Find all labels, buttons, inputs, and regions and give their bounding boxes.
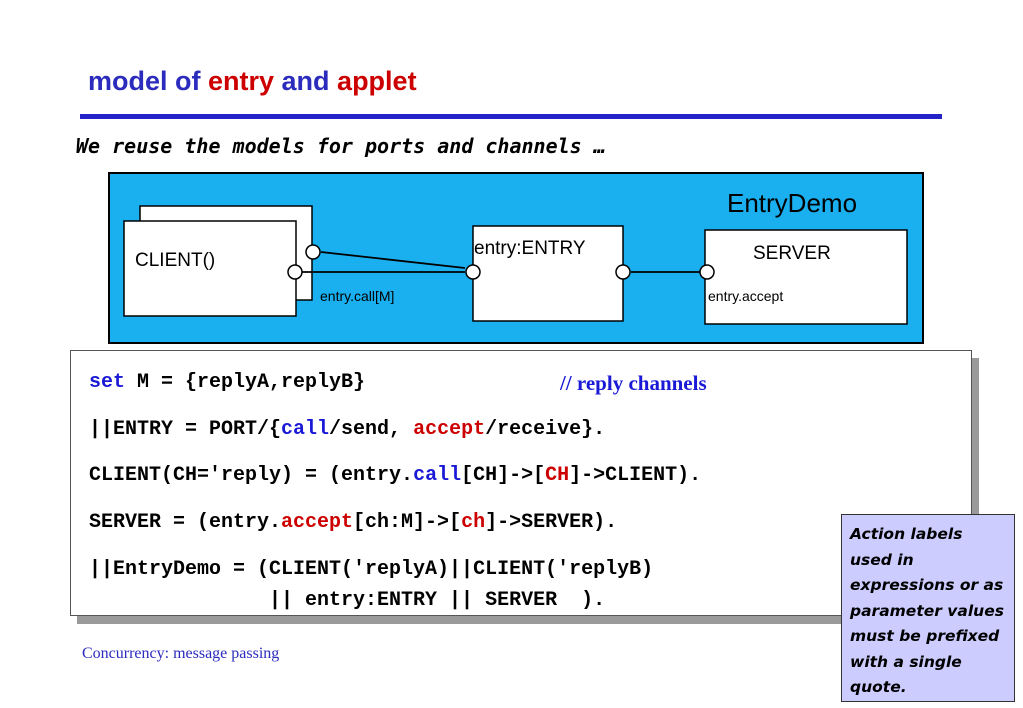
- port-entry-accept: [615, 264, 631, 280]
- title-text-entry: entry: [208, 66, 275, 96]
- server-label: SERVER: [753, 243, 831, 264]
- code-server-c: ]->SERVER).: [485, 511, 618, 534]
- entry-label: entry:ENTRY: [474, 238, 586, 259]
- code-client-c: ]->CLIENT).: [569, 464, 702, 487]
- title-underline: [80, 114, 942, 119]
- note-box: Action labels used in expressions or as …: [841, 514, 1015, 702]
- keyword-call: call: [281, 418, 330, 441]
- entry-box: [472, 225, 624, 322]
- keyword-accept: accept: [413, 418, 486, 441]
- port-client-back: [305, 244, 321, 260]
- keyword-ch: ch: [461, 511, 486, 534]
- system-label: EntryDemo: [727, 188, 857, 218]
- code-line-entrydemo: ||EntryDemo = (CLIENT('replyA)||CLIENT('…: [89, 558, 654, 581]
- client-box: [123, 220, 297, 317]
- code-client-a: CLIENT(CH='reply) = (entry.: [89, 464, 414, 487]
- code-line-entrydemo-cont: || entry:ENTRY || SERVER ).: [89, 589, 606, 612]
- code-entry-b: /send,: [329, 418, 414, 441]
- call-label: entry.call[M]: [320, 288, 394, 304]
- entry-demo-diagram: EntryDemo CLIENT() entry:ENTRY SERVER en…: [108, 172, 924, 344]
- keyword-call: call: [413, 464, 462, 487]
- channel-back-client-to-entry: [320, 251, 466, 269]
- keyword-ch: CH: [545, 464, 570, 487]
- code-server-a: SERVER = (entry.: [89, 511, 282, 534]
- slide-subtitle: We reuse the models for ports and channe…: [76, 134, 606, 158]
- port-entry-call: [465, 264, 481, 280]
- footer-text: Concurrency: message passing: [82, 645, 280, 662]
- title-text-applet: applet: [337, 66, 417, 96]
- code-line-set: set M = {replyA,replyB}: [89, 371, 365, 394]
- code-client-b: [CH]->[: [461, 464, 546, 487]
- code-entry-a: ||ENTRY = PORT/{: [89, 418, 282, 441]
- client-label: CLIENT(): [135, 250, 215, 271]
- code-line-client: CLIENT(CH='reply) = (entry.call[CH]->[CH…: [89, 464, 701, 487]
- code-entry-c: /receive}.: [485, 418, 606, 441]
- code-box: set M = {replyA,replyB} // reply channel…: [70, 350, 972, 616]
- code-set-rest: M = {replyA,replyB}: [125, 371, 366, 394]
- code-line-server: SERVER = (entry.accept[ch:M]->[ch]->SERV…: [89, 511, 617, 534]
- accept-label: entry.accept: [708, 288, 783, 304]
- code-comment: // reply channels: [560, 371, 707, 395]
- port-client: [287, 264, 303, 280]
- slide-title: model of entry and applet: [88, 66, 417, 97]
- code-server-b: [ch:M]->[: [353, 511, 462, 534]
- title-text-model-of: model of: [88, 66, 208, 96]
- code-line-entry: ||ENTRY = PORT/{call/send, accept/receiv…: [89, 418, 605, 441]
- port-server: [699, 264, 715, 280]
- title-text-and: and: [274, 66, 338, 96]
- server-box: [704, 229, 908, 325]
- keyword-accept: accept: [281, 511, 354, 534]
- keyword-set: set: [89, 371, 126, 394]
